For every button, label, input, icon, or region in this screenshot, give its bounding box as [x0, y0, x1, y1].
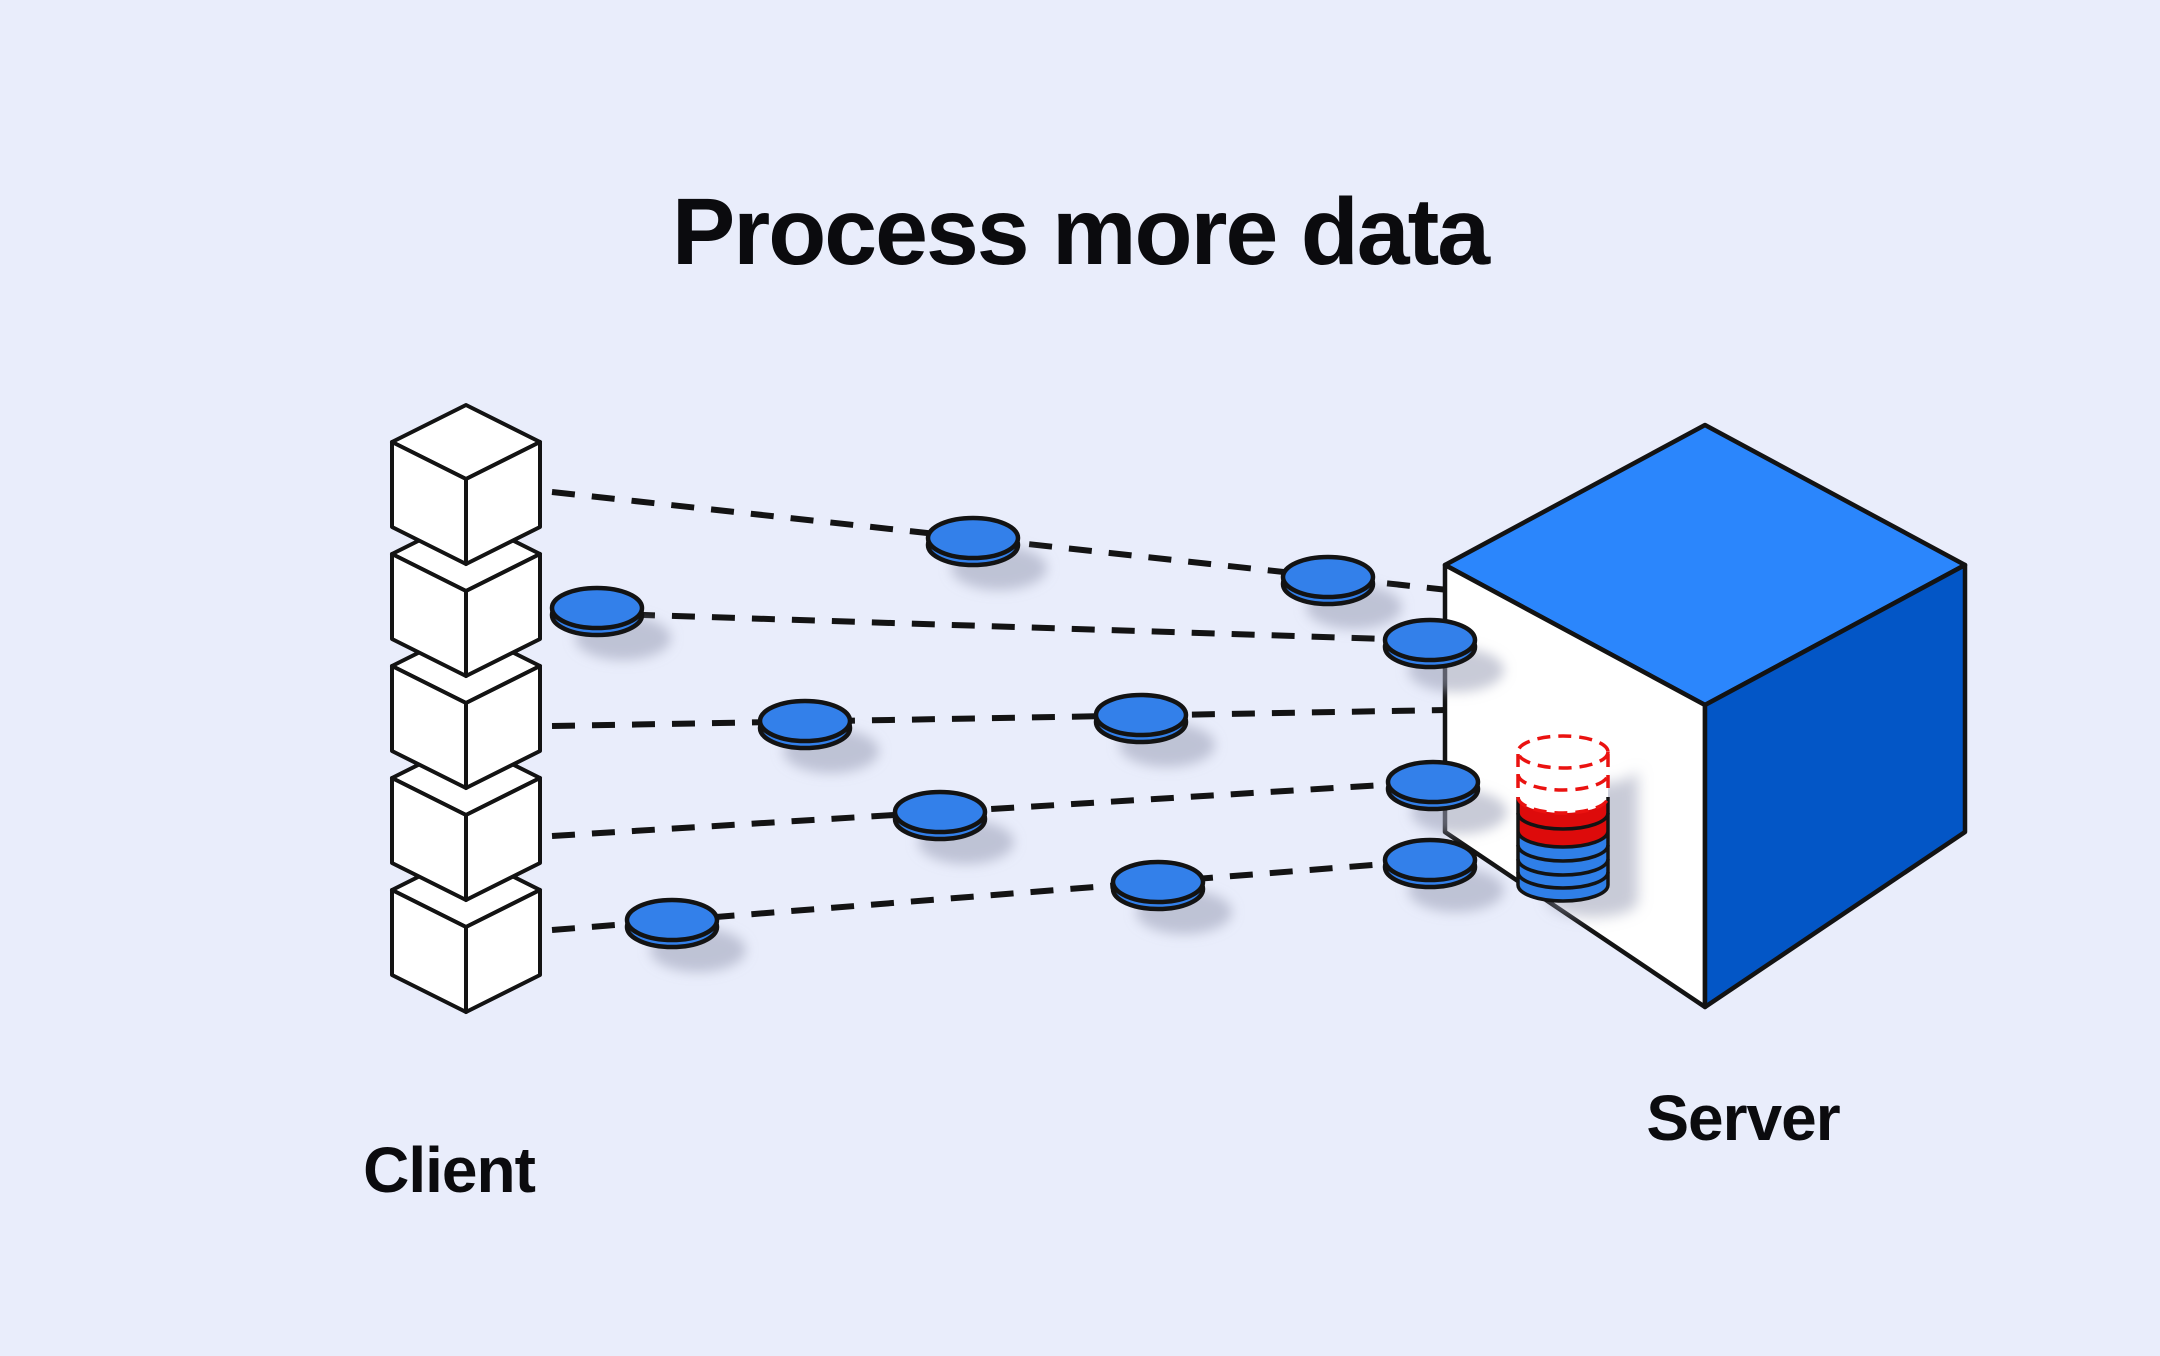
server-cube — [1442, 422, 1968, 1010]
client-cube-right-face — [464, 776, 542, 902]
client-cube-stack — [390, 403, 542, 1014]
client-cube-right-face — [464, 440, 542, 566]
database-red-rim — [1516, 812, 1610, 831]
data-packet-top — [1382, 837, 1478, 883]
data-packet-top — [1385, 759, 1481, 805]
connection-dashed-line — [551, 707, 1449, 729]
data-packet-icon — [1382, 837, 1504, 912]
data-packet-icon — [1093, 692, 1215, 767]
data-packet-top — [1093, 692, 1189, 738]
data-packet-top — [624, 897, 720, 943]
data-packet-top — [925, 515, 1021, 561]
client-label: Client — [363, 1134, 535, 1206]
database-dashed-sides — [1516, 754, 1610, 795]
client-cube-right-face — [464, 552, 542, 678]
database-blue-rim — [1516, 844, 1610, 863]
server-label: Server — [1646, 1082, 1839, 1154]
client-cube-right-face — [464, 888, 542, 1014]
data-packet-top — [1110, 859, 1206, 905]
data-packet-icon — [1280, 554, 1402, 629]
data-packet-icon — [549, 585, 671, 660]
data-packet-top — [1280, 554, 1376, 600]
database-dashed-mid — [1516, 773, 1610, 792]
connection-dashed-line — [551, 609, 1449, 644]
database-icon — [1516, 734, 1638, 917]
data-packet-top — [1382, 617, 1478, 663]
data-packet-icon — [624, 897, 746, 972]
page-title: Process more data — [672, 179, 1491, 285]
data-packets — [549, 515, 1507, 972]
connection-dashed-line — [551, 856, 1449, 933]
data-packet-top — [757, 698, 853, 744]
database-blue-rim — [1516, 871, 1610, 890]
connection-dashed-line — [551, 778, 1449, 839]
database-ghost-top — [1518, 736, 1608, 768]
database-dashed-bottom — [1516, 796, 1610, 815]
data-packet-top — [549, 585, 645, 631]
client-cube — [390, 403, 542, 566]
database-blue-rim — [1516, 858, 1610, 877]
data-packet-icon — [1382, 617, 1504, 692]
database-red-disk — [1518, 797, 1608, 847]
client-cube-right-face — [464, 664, 542, 790]
database-blue-body — [1516, 830, 1610, 903]
data-packet-icon — [757, 698, 879, 773]
data-packet-icon — [1110, 859, 1232, 934]
data-packet-icon — [925, 515, 1047, 590]
data-packet-top — [892, 789, 988, 835]
database-dashed-top — [1516, 734, 1610, 770]
data-packet-icon — [892, 789, 1014, 864]
server-cube-right-face — [1702, 562, 1968, 1010]
data-packet-icon — [1385, 759, 1507, 834]
